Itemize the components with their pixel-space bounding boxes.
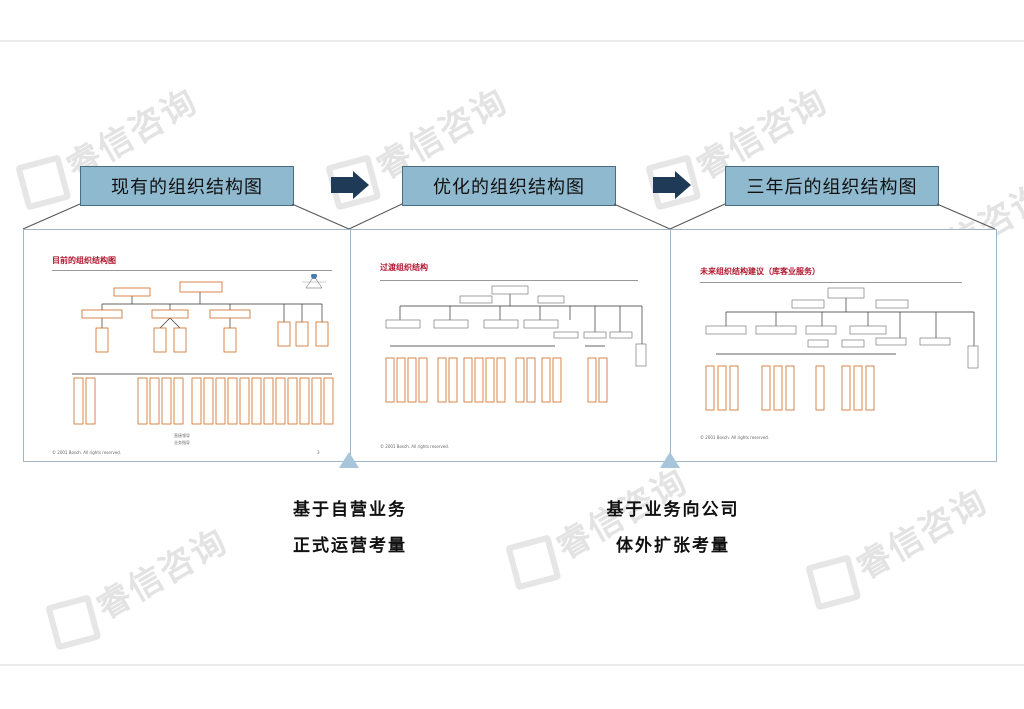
panel-title: 目前的组织结构图	[52, 256, 116, 265]
watermark-logo-icon	[504, 533, 562, 591]
caption-line: 基于自营业务	[293, 500, 407, 520]
bottom-divider	[0, 664, 1024, 666]
panel-footer: © 2001 Bosch. All rights reserved.	[380, 444, 450, 449]
panel-divider	[350, 230, 351, 461]
org-chart-optimized	[385, 285, 647, 403]
org-chart-current	[72, 274, 334, 425]
panel-divider	[670, 230, 671, 461]
panel-footer: © 2001 Bosch. All rights reserved.	[700, 435, 770, 440]
title-underline	[700, 282, 962, 283]
stage-title-optimized: 优化的组织结构图	[402, 166, 616, 206]
title-underline	[380, 280, 638, 281]
watermark-logo-icon	[14, 153, 72, 211]
panel-title: 未来组织结构建议（库客业服务）	[700, 267, 820, 276]
panel-footer: © 2001 Bosch. All rights reserved.	[52, 450, 122, 455]
legend-item: 业务指导	[174, 440, 190, 445]
page-number: 3	[317, 450, 320, 455]
watermark-text: 睿信咨询	[849, 481, 995, 588]
caption-right: 基于业务向公司 体外扩张考量	[588, 492, 758, 564]
right-arrow-icon	[653, 171, 691, 199]
panel-optimized-org: 过渡组织结构	[350, 230, 671, 461]
caption-line: 正式运营考量	[293, 536, 407, 556]
watermark-logo-icon	[804, 553, 862, 611]
watermark: 睿信咨询	[801, 474, 995, 614]
caption-left: 基于自营业务 正式运营考量	[270, 492, 430, 564]
panel-title: 过渡组织结构	[380, 263, 428, 272]
caption-line: 基于业务向公司	[606, 500, 740, 520]
watermark-text: 睿信咨询	[89, 521, 235, 628]
right-arrow-icon	[331, 171, 369, 199]
panel-current-org: 目前的组织结构图	[24, 230, 351, 461]
legend-item: 直接领导	[174, 433, 190, 438]
watermark-logo-icon	[44, 593, 102, 651]
stage-title-current: 现有的组织结构图	[80, 166, 294, 206]
title-underline	[52, 270, 332, 271]
stage-title-three-years: 三年后的组织结构图	[725, 166, 939, 206]
pointer-triangle-icon	[660, 452, 680, 468]
top-divider	[0, 40, 1024, 42]
org-chart-panels: 目前的组织结构图	[23, 229, 997, 462]
pointer-triangle-icon	[339, 452, 359, 468]
panel-future-org: 未来组织结构建议（库客业服务）	[670, 230, 996, 461]
caption-line: 体外扩张考量	[616, 536, 730, 556]
org-chart-future	[705, 287, 979, 411]
watermark: 睿信咨询	[41, 514, 235, 654]
